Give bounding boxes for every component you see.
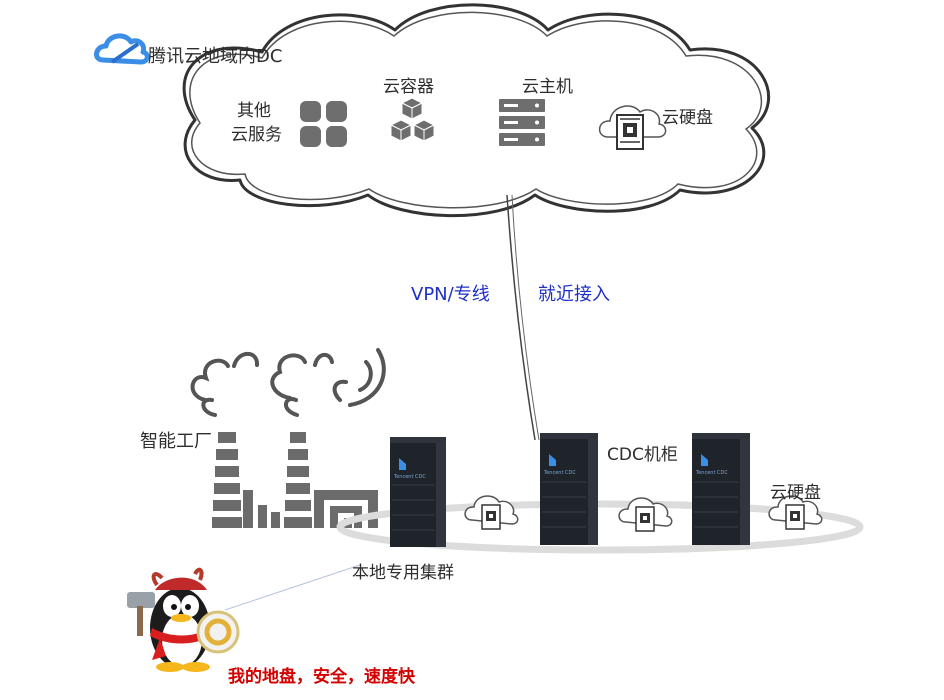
nearby-access-label: 就近接入: [538, 284, 610, 305]
rack-2-brand: Tencent CDC: [544, 470, 576, 476]
slogan-label: 我的地盘，安全，速度快: [228, 667, 415, 687]
rack-1-brand: Tencent CDC: [394, 474, 426, 480]
container-service-label: 云容器: [383, 77, 434, 97]
cdc-rack-label: CDC机柜: [607, 445, 678, 465]
other-services-label-line1: 其他: [237, 101, 271, 121]
factory-label: 智能工厂: [140, 431, 212, 452]
rack-3-brand: Tencent CDC: [696, 470, 728, 476]
cluster-label: 本地专用集群: [352, 563, 454, 583]
host-service-label: 云主机: [522, 77, 573, 97]
ring-disk-label: 云硬盘: [770, 483, 821, 503]
other-services-label-line2: 云服务: [231, 125, 282, 145]
disk-service-label: 云硬盘: [662, 108, 713, 128]
cloud-title: 腾讯云地域内DC: [148, 46, 283, 67]
vpn-label: VPN/专线: [411, 284, 490, 305]
